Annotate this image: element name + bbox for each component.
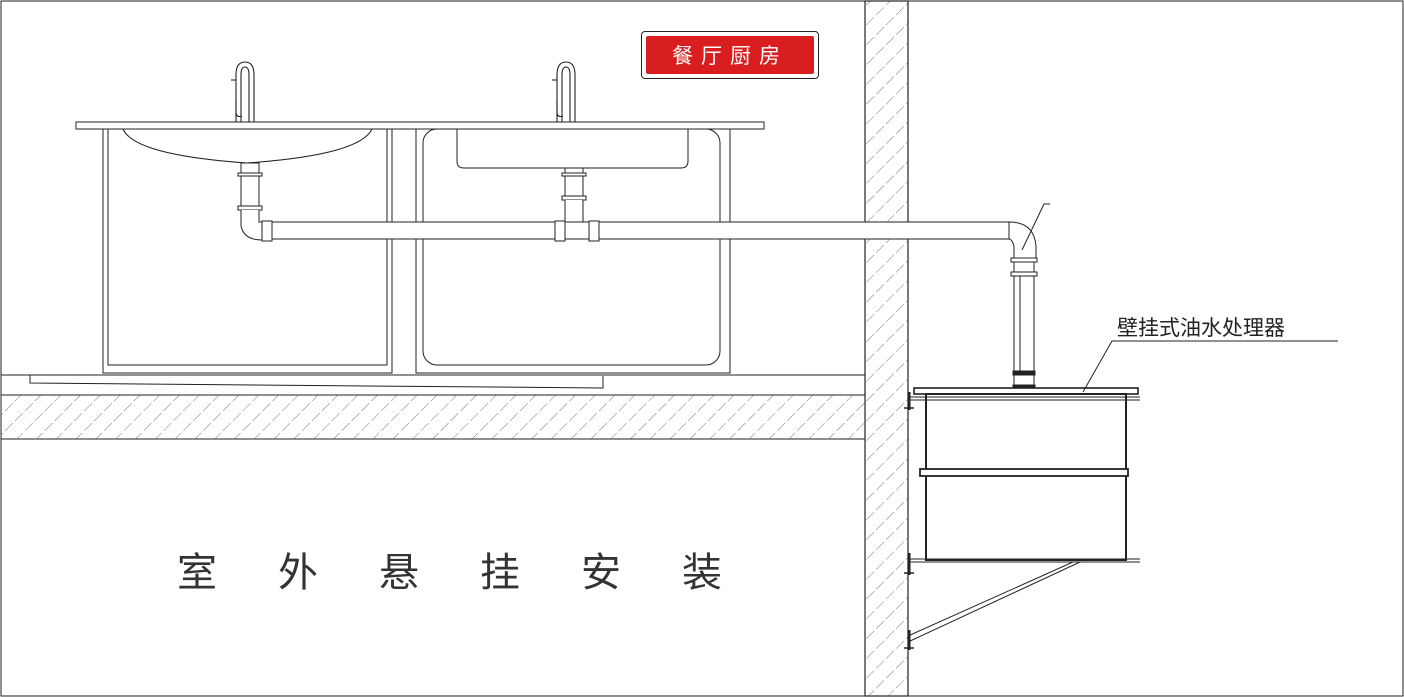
right-cabinet xyxy=(415,128,731,374)
wall-bracket xyxy=(904,392,1081,650)
left-sink-basin xyxy=(122,128,373,164)
oil-water-separator xyxy=(908,387,1140,563)
countertop xyxy=(75,121,765,130)
separator-callout-label: 壁挂式油水处理器 xyxy=(1117,316,1285,340)
floor-slab xyxy=(0,374,866,440)
caption-char-1: 室 xyxy=(177,550,217,596)
sign-text: 餐厅厨房 xyxy=(646,36,814,74)
right-faucet xyxy=(552,61,576,122)
drain-pipe xyxy=(237,162,1038,389)
caption-char-3: 悬 xyxy=(379,550,419,596)
left-cabinet xyxy=(102,128,393,374)
caption-char-5: 安 xyxy=(581,550,621,596)
caption-char-6: 装 xyxy=(682,550,722,596)
caption-char-4: 挂 xyxy=(480,550,520,596)
elbow-leader xyxy=(1021,203,1050,251)
caption-char-2: 外 xyxy=(278,550,318,596)
wall xyxy=(864,0,909,697)
restaurant-kitchen-sign: 餐厅厨房 xyxy=(641,31,819,79)
left-faucet xyxy=(231,61,255,122)
right-sink-basin xyxy=(456,128,689,169)
callout-leader xyxy=(1082,340,1338,393)
